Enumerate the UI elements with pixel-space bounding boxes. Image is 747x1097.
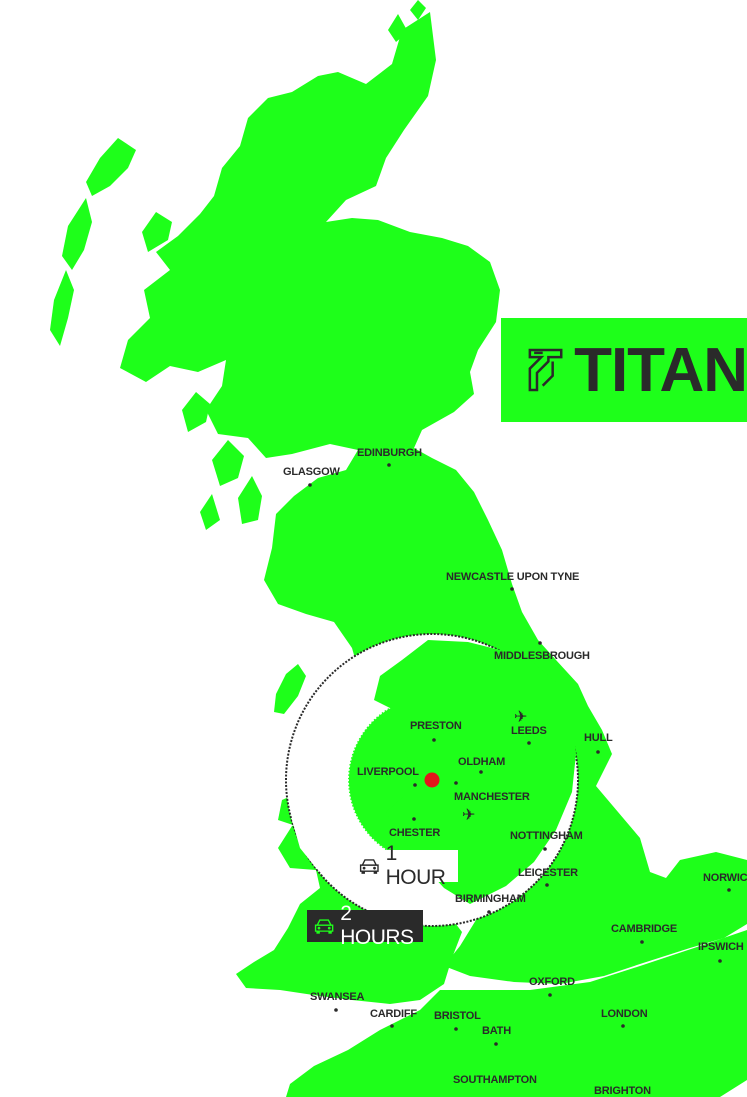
car-icon bbox=[314, 919, 334, 934]
city-dot-leeds bbox=[527, 741, 531, 745]
titan-logo-mark-icon bbox=[528, 348, 563, 392]
sea-wales-coast bbox=[290, 780, 360, 902]
city-dot-manchester bbox=[454, 781, 458, 785]
city-label-newcastle: NEWCASTLE UPON TYNE bbox=[446, 571, 579, 583]
city-label-manchester: MANCHESTER bbox=[454, 791, 530, 803]
city-markers: GLASGOW EDINBURGH NEWCASTLE UPON TYNE MI… bbox=[283, 447, 747, 1097]
city-dot-leicester bbox=[545, 883, 549, 887]
city-label-brighton: BRIGHTON bbox=[594, 1085, 651, 1097]
city-dot-ipswich bbox=[718, 959, 722, 963]
city-dot-oxford bbox=[548, 993, 552, 997]
city-dot-bath bbox=[494, 1042, 498, 1046]
titan-logo-text: TITAN bbox=[574, 335, 747, 405]
two-hour-radius-label: 2 HOURS bbox=[307, 902, 423, 949]
leeds-airport-plane-icon: ✈ bbox=[514, 707, 527, 726]
city-dot-preston bbox=[432, 738, 436, 742]
city-label-nottingham: NOTTINGHAM bbox=[510, 830, 583, 842]
city-label-chester: CHESTER bbox=[389, 827, 440, 839]
city-label-liverpool: LIVERPOOL bbox=[357, 766, 419, 778]
land-mass bbox=[50, 0, 747, 1097]
city-label-glasgow: GLASGOW bbox=[283, 466, 340, 478]
city-dot-oldham bbox=[479, 770, 483, 774]
city-label-hull: HULL bbox=[584, 732, 613, 744]
city-dot-hull bbox=[596, 750, 600, 754]
city-dot-newcastle bbox=[510, 587, 514, 591]
city-label-oldham: OLDHAM bbox=[458, 756, 505, 768]
city-dot-glasgow bbox=[308, 483, 312, 487]
titan-location-marker bbox=[424, 772, 440, 788]
city-label-ipswich: IPSWICH bbox=[698, 941, 744, 953]
city-label-norwich: NORWICH bbox=[703, 872, 747, 884]
two-hour-label-text: 2 HOURS bbox=[340, 902, 414, 949]
car-icon bbox=[359, 859, 379, 874]
city-label-preston: PRESTON bbox=[410, 720, 462, 732]
city-label-leeds: LEEDS bbox=[511, 725, 547, 737]
city-label-cambridge: CAMBRIDGE bbox=[611, 923, 677, 935]
city-label-edinburgh: EDINBURGH bbox=[357, 447, 422, 459]
city-label-southampton: SOUTHAMPTON bbox=[453, 1074, 537, 1086]
city-label-swansea: SWANSEA bbox=[310, 991, 364, 1003]
titan-logo: TITAN bbox=[501, 318, 747, 422]
city-dot-middlesbrough bbox=[538, 641, 542, 645]
city-label-birmingham: BIRMINGHAM bbox=[455, 893, 526, 905]
manchester-airport-plane-icon: ✈ bbox=[462, 805, 475, 824]
city-dot-london bbox=[621, 1024, 625, 1028]
city-label-leicester: LEICESTER bbox=[518, 867, 578, 879]
city-dot-swansea bbox=[334, 1008, 338, 1012]
one-hour-label-text: 1 HOUR bbox=[385, 842, 446, 889]
city-dot-chester bbox=[412, 817, 416, 821]
city-dot-edinburgh bbox=[387, 463, 391, 467]
city-dot-bristol bbox=[454, 1027, 458, 1031]
land-inside-radius bbox=[374, 640, 576, 904]
city-dot-nottingham bbox=[543, 847, 547, 851]
city-dot-norwich bbox=[727, 888, 731, 892]
city-label-cardiff: CARDIFF bbox=[370, 1008, 417, 1020]
city-label-london: LONDON bbox=[601, 1008, 648, 1020]
city-label-bath: BATH bbox=[482, 1025, 511, 1037]
city-label-bristol: BRISTOL bbox=[434, 1010, 481, 1022]
one-hour-radius-label: 1 HOUR bbox=[352, 842, 458, 889]
city-label-middlesbrough: MIDDLESBROUGH bbox=[494, 650, 590, 662]
city-dot-liverpool bbox=[413, 783, 417, 787]
city-dot-cardiff bbox=[390, 1024, 394, 1028]
city-dot-cambridge bbox=[640, 940, 644, 944]
city-dot-birmingham bbox=[487, 910, 491, 914]
city-label-oxford: OXFORD bbox=[529, 976, 575, 988]
